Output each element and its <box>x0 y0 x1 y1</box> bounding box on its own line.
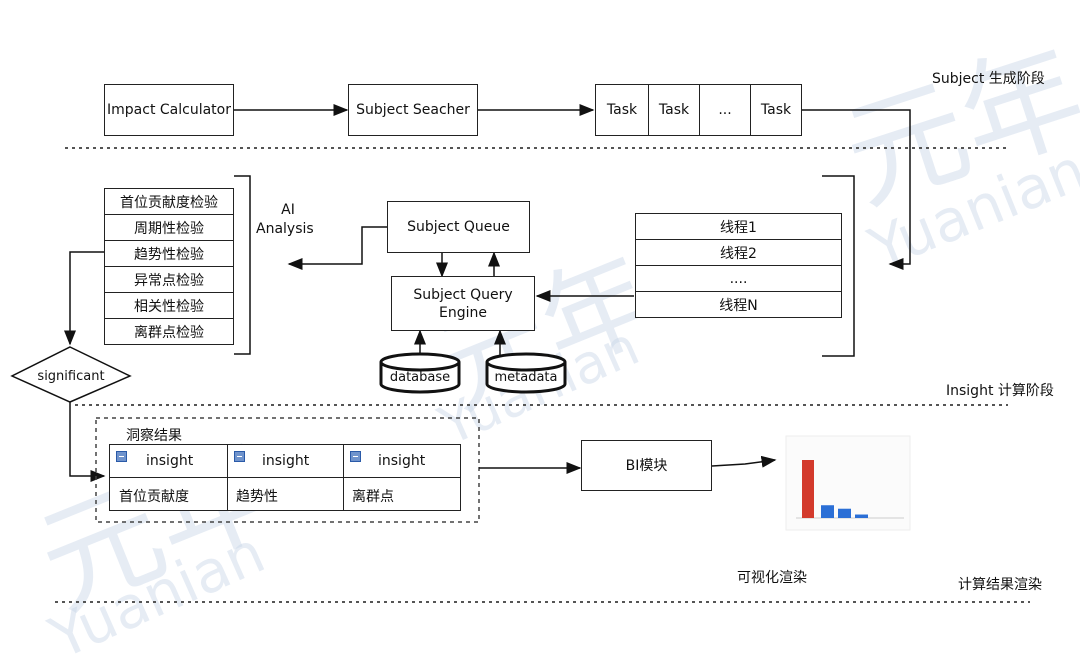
results-group <box>95 417 480 523</box>
significant-label: significant <box>37 369 104 384</box>
task-box-1: Task <box>595 84 649 136</box>
chart-bar-3 <box>838 508 851 518</box>
engine-line-1: Subject Query <box>413 286 513 303</box>
check-item-2: 周期性检验 <box>104 214 234 241</box>
threads-bracket <box>822 175 855 357</box>
thread-item-ellipsis: .... <box>635 265 842 292</box>
insight-cell-1: insight <box>109 444 228 478</box>
metadata-label: metadata <box>494 370 557 385</box>
visualization-label: 可视化渲染 <box>737 570 807 586</box>
check-item-3: 趋势性检验 <box>104 240 234 267</box>
result-type-label-3: 离群点 <box>352 489 394 505</box>
thumbnail-chart <box>785 435 911 531</box>
impact-calculator-box: Impact Calculator <box>104 84 234 136</box>
metadata-cylinder <box>485 352 567 394</box>
connectors: database metadata significant <box>10 104 1030 603</box>
check-item-6: 离群点检验 <box>104 318 234 345</box>
diagram-canvas: 元年 Yuanian 元年 Yuanian 元年 Yuanian <box>10 23 1080 672</box>
stage-label-render: 计算结果渲染 <box>958 577 1042 593</box>
collapse-icon <box>234 451 245 462</box>
arrow-tasks-threads <box>802 109 911 270</box>
result-type-3: 离群点 <box>343 477 461 511</box>
thread-item-n: 线程N <box>635 291 842 318</box>
collapse-icon <box>350 451 361 462</box>
result-type-label-1: 首位贡献度 <box>119 489 189 505</box>
result-type-2: 趋势性 <box>227 477 344 511</box>
result-type-label-2: 趋势性 <box>236 489 278 505</box>
check-item-5: 相关性检验 <box>104 292 234 319</box>
task-box-2: Task <box>648 84 700 136</box>
engine-line-2: Engine <box>439 304 487 321</box>
thread-item-1: 线程1 <box>635 213 842 240</box>
chart-bar-1 <box>802 460 814 518</box>
database-cylinder <box>379 352 461 394</box>
ai-analysis-label-2: Analysis <box>256 221 314 237</box>
insight-label-2: insight <box>262 453 310 469</box>
subject-searcher-box: Subject Seacher <box>348 84 478 136</box>
task-box-ellipsis: ... <box>699 84 751 136</box>
checks-bracket <box>234 175 251 355</box>
chart-bar-2 <box>821 505 834 518</box>
subject-queue-box: Subject Queue <box>387 201 530 253</box>
arrow-bi-chart <box>711 455 777 468</box>
arrow-queue-checks <box>287 226 387 270</box>
results-title: 洞察结果 <box>126 428 182 444</box>
task-box-n: Task <box>750 84 802 136</box>
chart-bar-4 <box>855 514 868 518</box>
collapse-icon <box>116 451 127 462</box>
database-label: database <box>390 370 450 385</box>
insight-cell-3: insight <box>343 444 461 478</box>
arrow-checks-decision <box>64 251 105 346</box>
insight-cell-2: insight <box>227 444 344 478</box>
bi-module-box: BI模块 <box>581 440 712 491</box>
ai-analysis-label-1: AI <box>281 202 295 218</box>
insight-label-3: insight <box>378 453 426 469</box>
check-item-1: 首位贡献度检验 <box>104 188 234 215</box>
arrow-decision-results <box>69 402 106 482</box>
subject-query-engine-box: Subject Query Engine <box>391 276 535 331</box>
stage-label-subject: Subject 生成阶段 <box>932 71 1045 87</box>
thread-item-2: 线程2 <box>635 239 842 266</box>
check-item-4: 异常点检验 <box>104 266 234 293</box>
stage-label-insight: Insight 计算阶段 <box>946 383 1054 399</box>
result-type-1: 首位贡献度 <box>109 477 228 511</box>
insight-label-1: insight <box>146 453 194 469</box>
